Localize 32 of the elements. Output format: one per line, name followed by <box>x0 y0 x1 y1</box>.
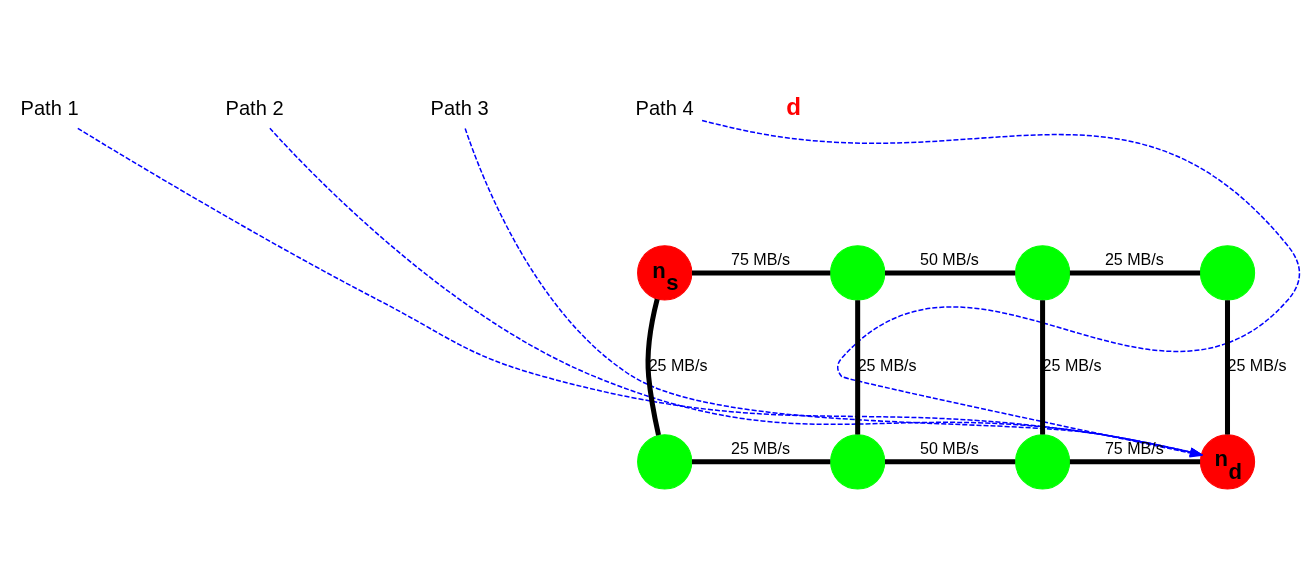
connector <box>645 298 661 436</box>
edge-label: 50 MB/s <box>919 438 979 457</box>
connector <box>1040 300 1046 435</box>
node-circle <box>830 245 886 301</box>
arrow <box>77 127 1204 457</box>
node-text: Path 2 <box>225 97 284 120</box>
node-circle <box>1199 245 1256 301</box>
connector <box>1225 300 1230 435</box>
connector <box>884 270 1016 276</box>
node-circle <box>1014 245 1071 301</box>
edge-label: 50 MB/s <box>919 249 979 268</box>
edge-label: 75 MB/s <box>1104 438 1164 457</box>
node-text: Path 3 <box>430 97 489 120</box>
arrow <box>464 127 1204 457</box>
arrow <box>269 127 1204 457</box>
label: d <box>786 93 802 121</box>
edge-label: 25 MB/s <box>1104 249 1164 268</box>
edge-label: 25 MB/s <box>731 438 790 457</box>
connector <box>691 459 831 465</box>
connector <box>1069 270 1201 276</box>
node-text: Path 4 <box>635 97 694 120</box>
connector <box>855 300 861 435</box>
node-circle <box>830 434 886 490</box>
node-text: Path 1 <box>20 97 79 120</box>
node-circle <box>637 434 693 490</box>
connector <box>1069 459 1201 465</box>
connector <box>691 270 831 276</box>
edge-label: 75 MB/s <box>731 249 790 268</box>
node-circle <box>1014 434 1071 490</box>
edge-label: 25 MB/s <box>648 356 708 375</box>
connector <box>884 459 1016 465</box>
arrow <box>701 119 1301 458</box>
